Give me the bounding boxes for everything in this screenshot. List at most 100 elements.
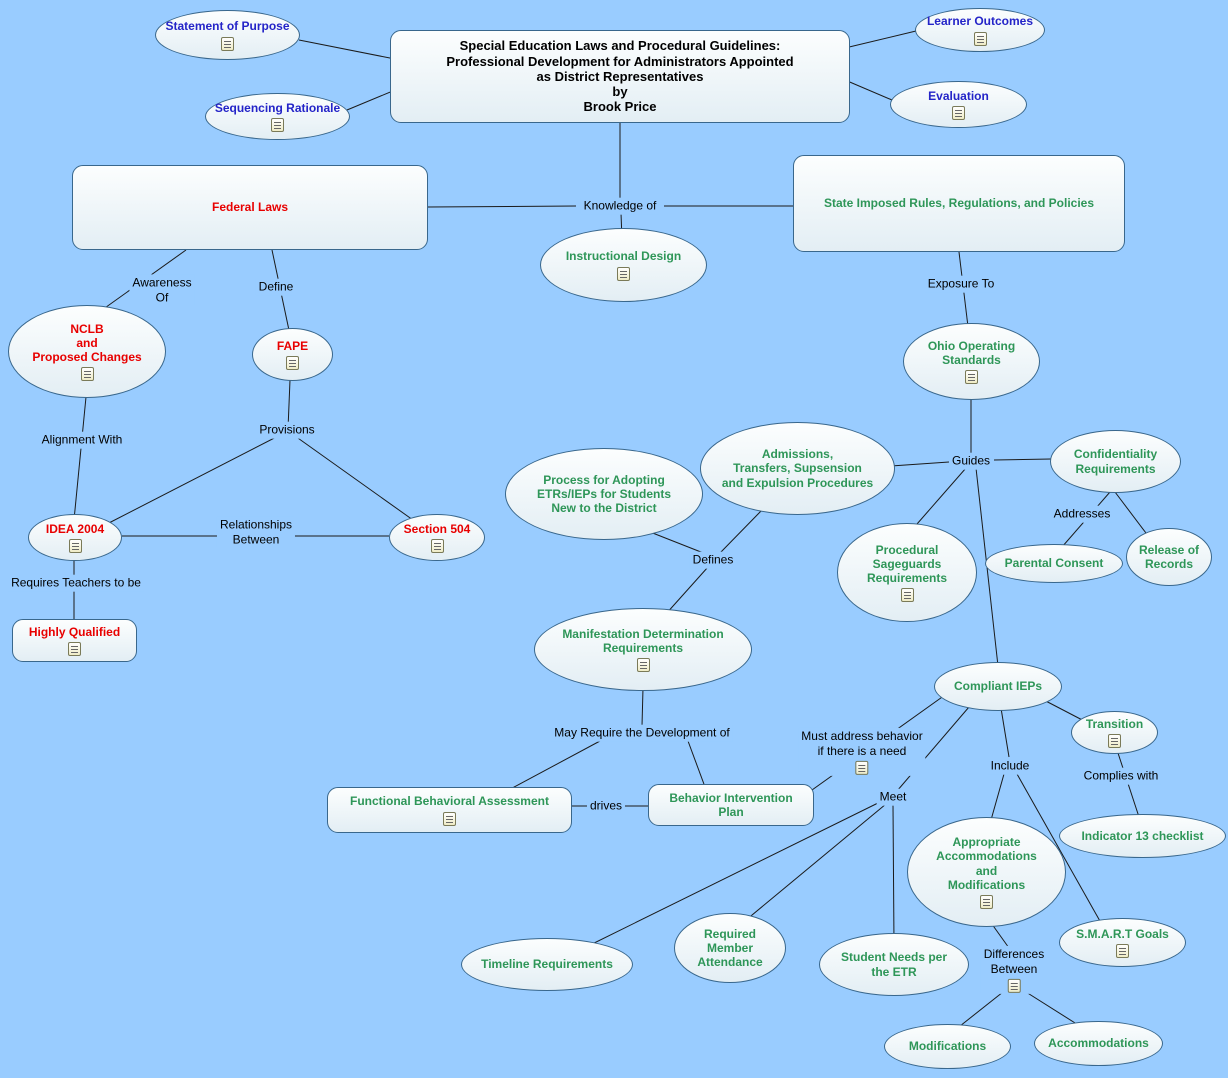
resource-icon[interactable] (430, 539, 444, 554)
link-label-text: Alignment With (41, 432, 123, 447)
concept-node-compliant-ieps[interactable]: Compliant IEPs (934, 662, 1062, 711)
concept-node-parental-consent[interactable]: Parental Consent (985, 544, 1123, 583)
concept-node-process-for-adopting-etrs-ieps[interactable]: Process for Adopting ETRs/IEPs for Stude… (505, 448, 703, 540)
concept-node-text: Highly Qualified (28, 624, 121, 639)
concept-node-instructional-design[interactable]: Instructional Design (540, 228, 707, 302)
resource-icon[interactable] (980, 894, 993, 909)
resource-icon[interactable] (900, 588, 914, 603)
link-label-must-address-behavior[interactable]: Must address behavior if there is a need (798, 727, 926, 777)
resource-icon[interactable] (68, 539, 82, 554)
concept-node-text: Indicator 13 checklist (1081, 828, 1204, 843)
link-label-text: May Require the Development of (554, 725, 730, 740)
concept-node-text: Statement of Purpose (165, 19, 290, 34)
link-label-guides[interactable]: Guides (948, 452, 994, 470)
connector-line-20 (916, 467, 967, 525)
link-label-relationships-between[interactable]: Relationships Between (216, 516, 296, 548)
link-label-provisions[interactable]: Provisions (256, 421, 318, 439)
concept-node-accommodations[interactable]: Accommodations (1034, 1021, 1163, 1066)
resource-icon[interactable] (952, 106, 965, 121)
resource-icon[interactable] (973, 31, 987, 46)
concept-node-text: Sequencing Rationale (214, 100, 341, 115)
link-label-alignment-with[interactable]: Alignment With (38, 431, 126, 449)
connector-line-11 (287, 379, 291, 430)
resource-icon[interactable] (617, 266, 630, 281)
link-label-text: drives (589, 798, 623, 813)
link-label-text: Must address behavior if there is a need (801, 728, 923, 758)
concept-node-admissions-transfers-suspension[interactable]: Admissions, Transfers, Supsension and Ex… (700, 422, 895, 515)
concept-node-student-needs-per-the-etr[interactable]: Student Needs per the ETR (819, 933, 969, 996)
concept-node-map-title[interactable]: Special Education Laws and Procedural Gu… (390, 30, 850, 123)
concept-node-ohio-operating-standards[interactable]: Ohio Operating Standards (903, 323, 1040, 400)
concept-node-evaluation[interactable]: Evaluation (890, 81, 1027, 128)
concept-node-text: Timeline Requirements (481, 957, 613, 972)
link-label-define[interactable]: Define (255, 278, 297, 296)
link-label-may-require-the-development-of[interactable]: May Require the Development of (551, 724, 733, 742)
concept-node-appropriate-accommodations-modifications[interactable]: Appropriate Accommodations and Modificat… (907, 817, 1066, 927)
resource-icon[interactable] (221, 36, 234, 51)
concept-node-text: State Imposed Rules, Regulations, and Po… (823, 196, 1095, 211)
resource-icon[interactable] (1007, 979, 1021, 994)
resource-icon[interactable] (1108, 734, 1121, 749)
concept-node-text: Learner Outcomes (926, 14, 1034, 29)
concept-node-nclb[interactable]: NCLB and Proposed Changes (8, 305, 166, 398)
connector-line-34 (739, 803, 887, 926)
concept-node-text: Required Member Attendance (697, 926, 763, 970)
concept-node-required-member-attendance[interactable]: Required Member Attendance (674, 913, 786, 983)
concept-node-indicator-13-checklist[interactable]: Indicator 13 checklist (1059, 814, 1226, 858)
connector-line-3 (844, 79, 893, 101)
concept-node-timeline-requirements[interactable]: Timeline Requirements (461, 938, 633, 991)
connector-line-37 (990, 773, 1005, 821)
resource-icon[interactable] (271, 118, 284, 133)
link-label-defines[interactable]: Defines (689, 551, 737, 569)
concept-node-behavior-intervention-plan[interactable]: Behavior Intervention Plan (648, 784, 814, 826)
link-label-include[interactable]: Include (987, 757, 1033, 775)
concept-node-release-of-records[interactable]: Release of Records (1126, 528, 1212, 586)
concept-node-fape[interactable]: FAPE (252, 328, 333, 381)
link-label-text: Complies with (1083, 768, 1159, 783)
concept-node-procedural-safeguards-requirements[interactable]: Procedural Sageguards Requirements (837, 523, 977, 622)
link-label-addresses[interactable]: Addresses (1050, 505, 1114, 523)
resource-icon[interactable] (855, 761, 869, 776)
concept-node-modifications[interactable]: Modifications (884, 1024, 1011, 1069)
resource-icon[interactable] (68, 642, 81, 657)
concept-node-manifestation-determination[interactable]: Manifestation Determination Requirements (534, 608, 752, 691)
resource-icon[interactable] (965, 370, 978, 385)
connector-line-0 (298, 39, 401, 61)
concept-node-text: Accommodations (1048, 1036, 1149, 1051)
concept-node-state-imposed-rules[interactable]: State Imposed Rules, Regulations, and Po… (793, 155, 1125, 252)
concept-node-text: S.M.A.R.T Goals (1076, 926, 1169, 941)
link-label-requires-teachers-to-be[interactable]: Requires Teachers to be (8, 574, 144, 592)
concept-node-highly-qualified[interactable]: Highly Qualified (12, 619, 137, 662)
concept-node-federal-laws[interactable]: Federal Laws (72, 165, 428, 250)
link-label-complies-with[interactable]: Complies with (1080, 767, 1162, 785)
concept-node-text: Instructional Design (565, 249, 682, 264)
concept-node-idea-2004[interactable]: IDEA 2004 (28, 514, 122, 561)
resource-icon[interactable] (286, 356, 299, 371)
concept-node-statement-of-purpose[interactable]: Statement of Purpose (155, 10, 300, 60)
resource-icon[interactable] (443, 811, 456, 826)
connector-line-25 (719, 509, 763, 554)
concept-node-text: Manifestation Determination Requirements (562, 626, 724, 655)
concept-node-section-504[interactable]: Section 504 (389, 514, 485, 561)
resource-icon[interactable] (80, 367, 94, 382)
link-label-knowledge-of[interactable]: Knowledge of (580, 197, 660, 215)
link-label-exposure-to[interactable]: Exposure To (924, 275, 998, 293)
concept-node-sequencing-rationale[interactable]: Sequencing Rationale (205, 93, 350, 140)
concept-node-text: Evaluation (928, 88, 989, 103)
link-label-text: Defines (692, 552, 734, 567)
resource-icon[interactable] (1116, 944, 1129, 959)
link-label-meet[interactable]: Meet (876, 788, 910, 806)
link-label-awareness-of[interactable]: Awareness Of (129, 274, 195, 306)
concept-node-transition[interactable]: Transition (1071, 711, 1158, 754)
concept-node-confidentiality-requirements[interactable]: Confidentiality Requirements (1050, 430, 1181, 493)
link-label-differences-between[interactable]: Differences Between (980, 945, 1048, 995)
concept-node-text: Process for Adopting ETRs/IEPs for Stude… (536, 472, 672, 516)
concept-node-functional-behavioral-assessment[interactable]: Functional Behavioral Assessment (327, 787, 572, 833)
concept-node-text: Confidentiality Requirements (1073, 447, 1158, 476)
concept-node-learner-outcomes[interactable]: Learner Outcomes (915, 8, 1045, 52)
concept-node-smart-goals[interactable]: S.M.A.R.T Goals (1059, 918, 1186, 967)
concept-node-text: Special Education Laws and Procedural Gu… (446, 38, 794, 115)
link-label-drives[interactable]: drives (586, 797, 626, 815)
link-label-text: Differences Between (983, 946, 1045, 976)
resource-icon[interactable] (636, 658, 650, 673)
